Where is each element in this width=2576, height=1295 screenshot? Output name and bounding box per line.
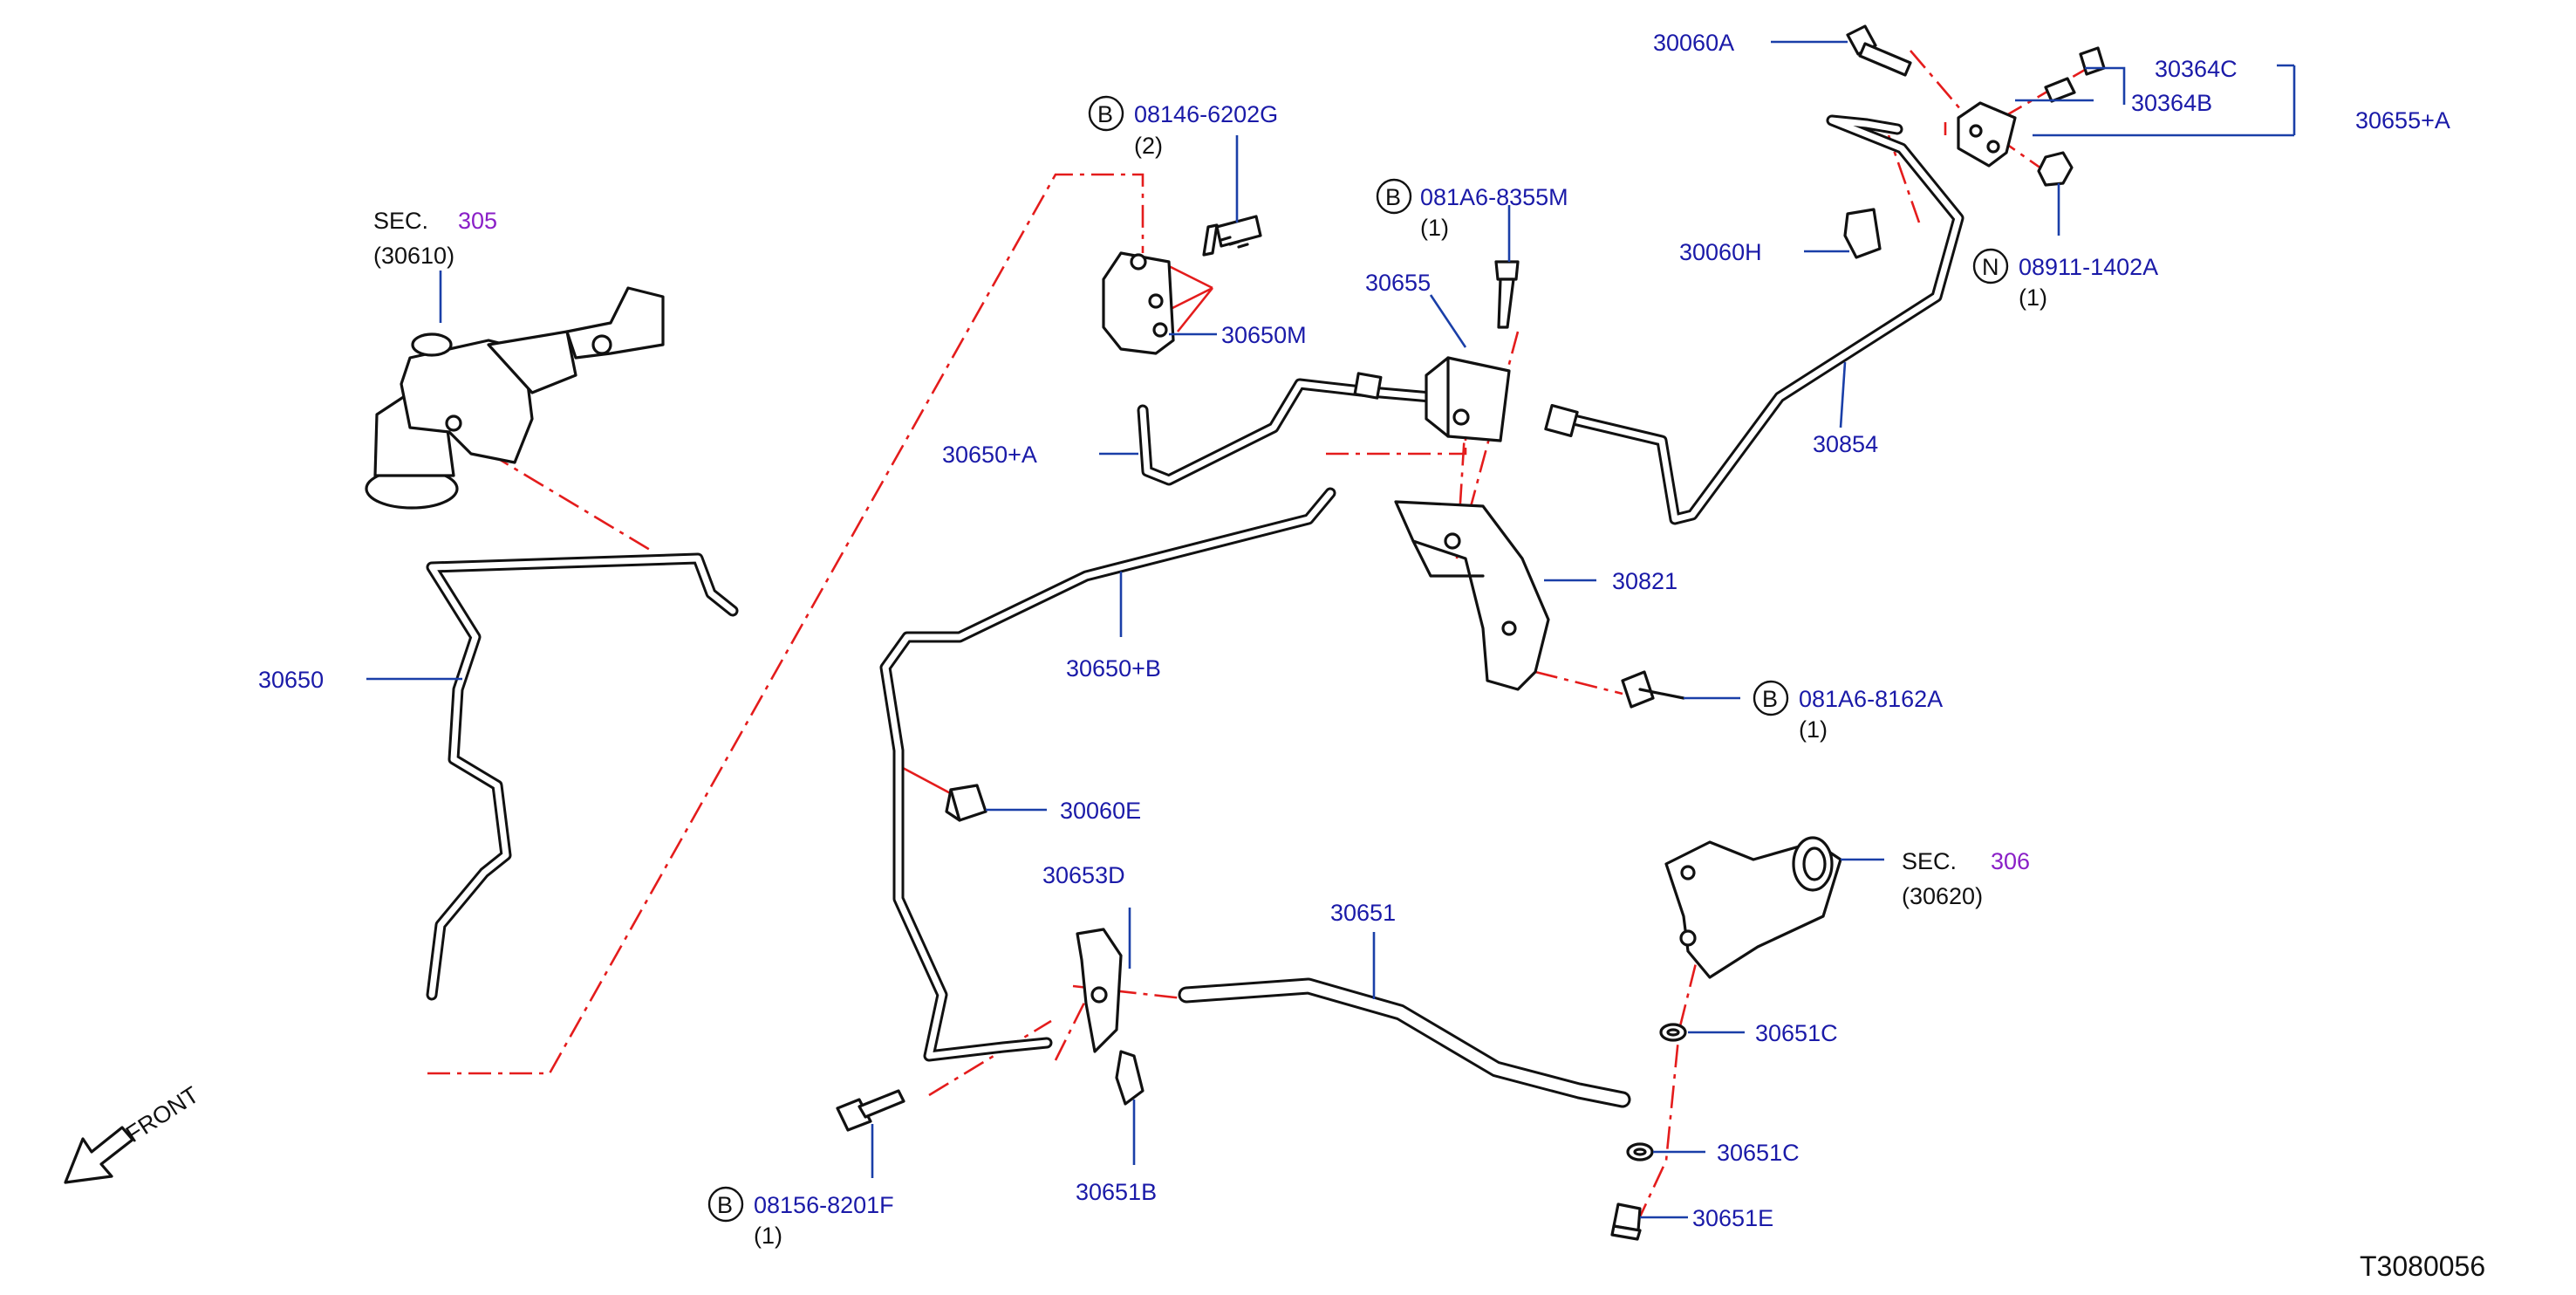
bracket-30653d bbox=[1076, 928, 1123, 1053]
part-30650[interactable]: 30650 bbox=[258, 667, 324, 693]
circle-n-08911 bbox=[1972, 248, 2009, 284]
circle-n-08911-letter: N bbox=[1982, 254, 1999, 280]
clip-30060h bbox=[1843, 208, 1882, 259]
circle-b-081a6-8355 bbox=[1376, 178, 1412, 215]
part-30651e[interactable]: 30651E bbox=[1692, 1205, 1773, 1231]
circle-b-08146-letter: B bbox=[1097, 101, 1113, 127]
nut-08911-1402a bbox=[2037, 151, 2074, 187]
bleeder-30651e bbox=[1610, 1202, 1642, 1241]
bleeder-30364b bbox=[2044, 77, 2076, 103]
part-08156-8201f-qty: (1) bbox=[754, 1223, 782, 1249]
part-30060e[interactable]: 30060E bbox=[1060, 798, 1141, 824]
pipe-30854 bbox=[1564, 114, 1964, 525]
part-30651b[interactable]: 30651B bbox=[1076, 1179, 1157, 1205]
clip-30060e bbox=[945, 784, 987, 822]
circle-b-08156-letter: B bbox=[717, 1192, 733, 1218]
part-30364c[interactable]: 30364C bbox=[2155, 56, 2238, 82]
hose-30651 bbox=[1178, 977, 1631, 1108]
sec-305-label: SEC. bbox=[373, 208, 428, 234]
bolt-30060a bbox=[1846, 24, 1912, 77]
pipe-30650-b bbox=[879, 487, 1336, 1062]
copper-washer-1 bbox=[1659, 1023, 1687, 1042]
bracket-30821 bbox=[1394, 500, 1550, 691]
part-08911-1402a-qty: (1) bbox=[2019, 284, 2047, 311]
part-08156-8201f[interactable]: 08156-8201F bbox=[754, 1192, 894, 1218]
part-081a6-8162a[interactable]: 081A6-8162A bbox=[1799, 686, 1943, 712]
sec-305-number[interactable]: 305 bbox=[458, 208, 497, 234]
part-30650-b[interactable]: 30650+B bbox=[1066, 655, 1161, 682]
part-30655-a[interactable]: 30655+A bbox=[2355, 107, 2450, 134]
part-08146-6202g[interactable]: 08146-6202G bbox=[1134, 101, 1278, 127]
circle-b-081a6-8162-letter: B bbox=[1762, 686, 1778, 712]
clutch-master-cylinder bbox=[365, 286, 665, 510]
part-08146-6202g-qty: (2) bbox=[1134, 133, 1163, 159]
clutch-operating-cylinder bbox=[1664, 836, 1842, 979]
circle-b-081a6-8355-letter: B bbox=[1385, 184, 1401, 210]
cap-30364c bbox=[2079, 46, 2106, 76]
sec-306-label: SEC. bbox=[1902, 848, 1957, 874]
part-30364b[interactable]: 30364B bbox=[2131, 90, 2212, 116]
junction-block-30655 bbox=[1353, 356, 1579, 442]
clip-30651b bbox=[1115, 1050, 1145, 1106]
part-30650-a[interactable]: 30650+A bbox=[942, 442, 1037, 468]
pipe-30650-a bbox=[1137, 378, 1437, 486]
part-081a6-8162a-qty: (1) bbox=[1799, 716, 1828, 743]
part-30060a[interactable]: 30060A bbox=[1653, 30, 1734, 56]
front-arrow-icon bbox=[64, 1126, 134, 1184]
part-30651c-2[interactable]: 30651C bbox=[1717, 1140, 1800, 1166]
part-08911-1402a[interactable]: 08911-1402A bbox=[2019, 254, 2158, 280]
part-30821[interactable]: 30821 bbox=[1612, 568, 1677, 594]
part-30651[interactable]: 30651 bbox=[1330, 900, 1396, 926]
bolt-08146-6202g bbox=[1202, 215, 1262, 257]
bolt-081a6-8162a bbox=[1621, 670, 1685, 709]
part-30854[interactable]: 30854 bbox=[1813, 431, 1878, 457]
part-081a6-8355m-qty: (1) bbox=[1420, 215, 1449, 241]
sec-305-ref: (30610) bbox=[373, 243, 454, 269]
front-label: FRONT bbox=[121, 1081, 203, 1148]
circle-b-08146 bbox=[1088, 95, 1124, 132]
sec-306-number[interactable]: 306 bbox=[1991, 848, 2030, 874]
part-30650m[interactable]: 30650M bbox=[1221, 322, 1307, 348]
bolt-08156-8201f bbox=[836, 1089, 905, 1132]
part-30060h[interactable]: 30060H bbox=[1679, 239, 1762, 265]
circle-b-08156 bbox=[707, 1186, 744, 1223]
part-30653d[interactable]: 30653D bbox=[1042, 862, 1125, 888]
bracket-30650m bbox=[1102, 251, 1175, 355]
part-30651c-1[interactable]: 30651C bbox=[1755, 1020, 1838, 1046]
bracket-30655a bbox=[1957, 101, 2017, 168]
copper-washer-2 bbox=[1626, 1142, 1654, 1161]
part-30655[interactable]: 30655 bbox=[1365, 270, 1431, 296]
diagram-id: T3080056 bbox=[2360, 1250, 2485, 1282]
leader-lines bbox=[366, 40, 2296, 1219]
part-081a6-8355m[interactable]: 081A6-8355M bbox=[1420, 184, 1568, 210]
pipe-30650 bbox=[426, 552, 739, 1001]
circle-b-081a6-8162 bbox=[1753, 680, 1789, 716]
bolt-081a6-8355m bbox=[1494, 260, 1520, 329]
sec-306-ref: (30620) bbox=[1902, 883, 1983, 909]
